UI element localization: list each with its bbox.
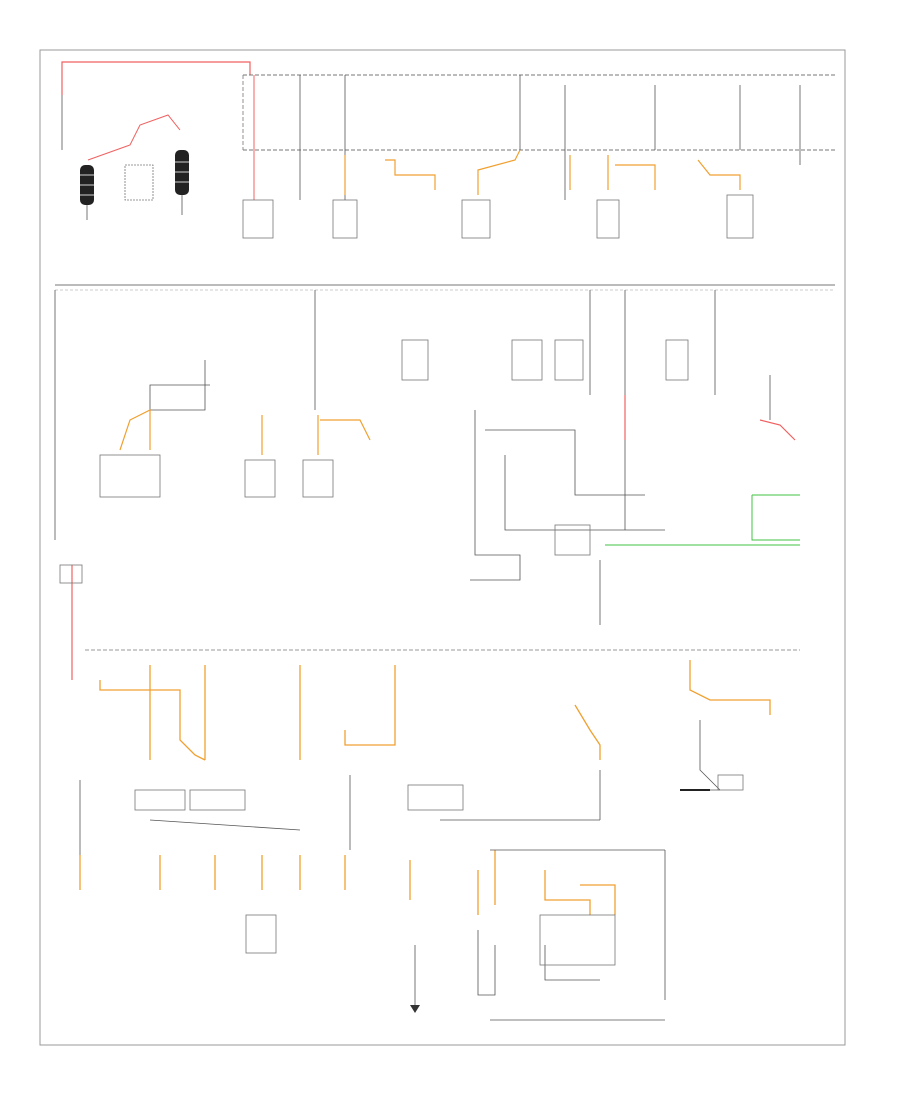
component (539, 914, 616, 966)
component (726, 194, 754, 239)
component (245, 914, 277, 954)
component (407, 784, 464, 811)
component (401, 339, 429, 381)
battery-icon (80, 165, 94, 205)
fuse-icon (59, 564, 83, 584)
component (99, 454, 161, 498)
top-fuse-drops (299, 75, 801, 200)
top-components (242, 194, 754, 239)
battery-fuse-block (124, 164, 154, 201)
green-circuit (751, 495, 800, 541)
top-orange-circuits (344, 149, 741, 195)
component (332, 199, 358, 239)
lower-orange-circuits (79, 660, 771, 915)
middle-components (99, 339, 689, 556)
relay-icon (554, 524, 591, 556)
battery-section (61, 61, 255, 220)
battery-icon (175, 150, 189, 195)
component (554, 339, 584, 381)
battery-cross-wire (87, 114, 181, 161)
component (242, 199, 274, 239)
diagram-frame (39, 49, 846, 1046)
middle-orange-circuits (119, 409, 371, 455)
connector-icon (717, 774, 744, 791)
component (461, 199, 491, 239)
component (511, 339, 543, 381)
lower-components (134, 774, 744, 966)
component (665, 339, 689, 381)
component (189, 789, 246, 811)
lower-wires (79, 720, 721, 1021)
battery-positive-wire (61, 61, 251, 95)
pink-circuit (759, 419, 796, 441)
component (134, 789, 186, 811)
component (302, 459, 334, 498)
component (596, 199, 620, 239)
component (244, 459, 276, 498)
ground-icon (410, 1005, 420, 1013)
